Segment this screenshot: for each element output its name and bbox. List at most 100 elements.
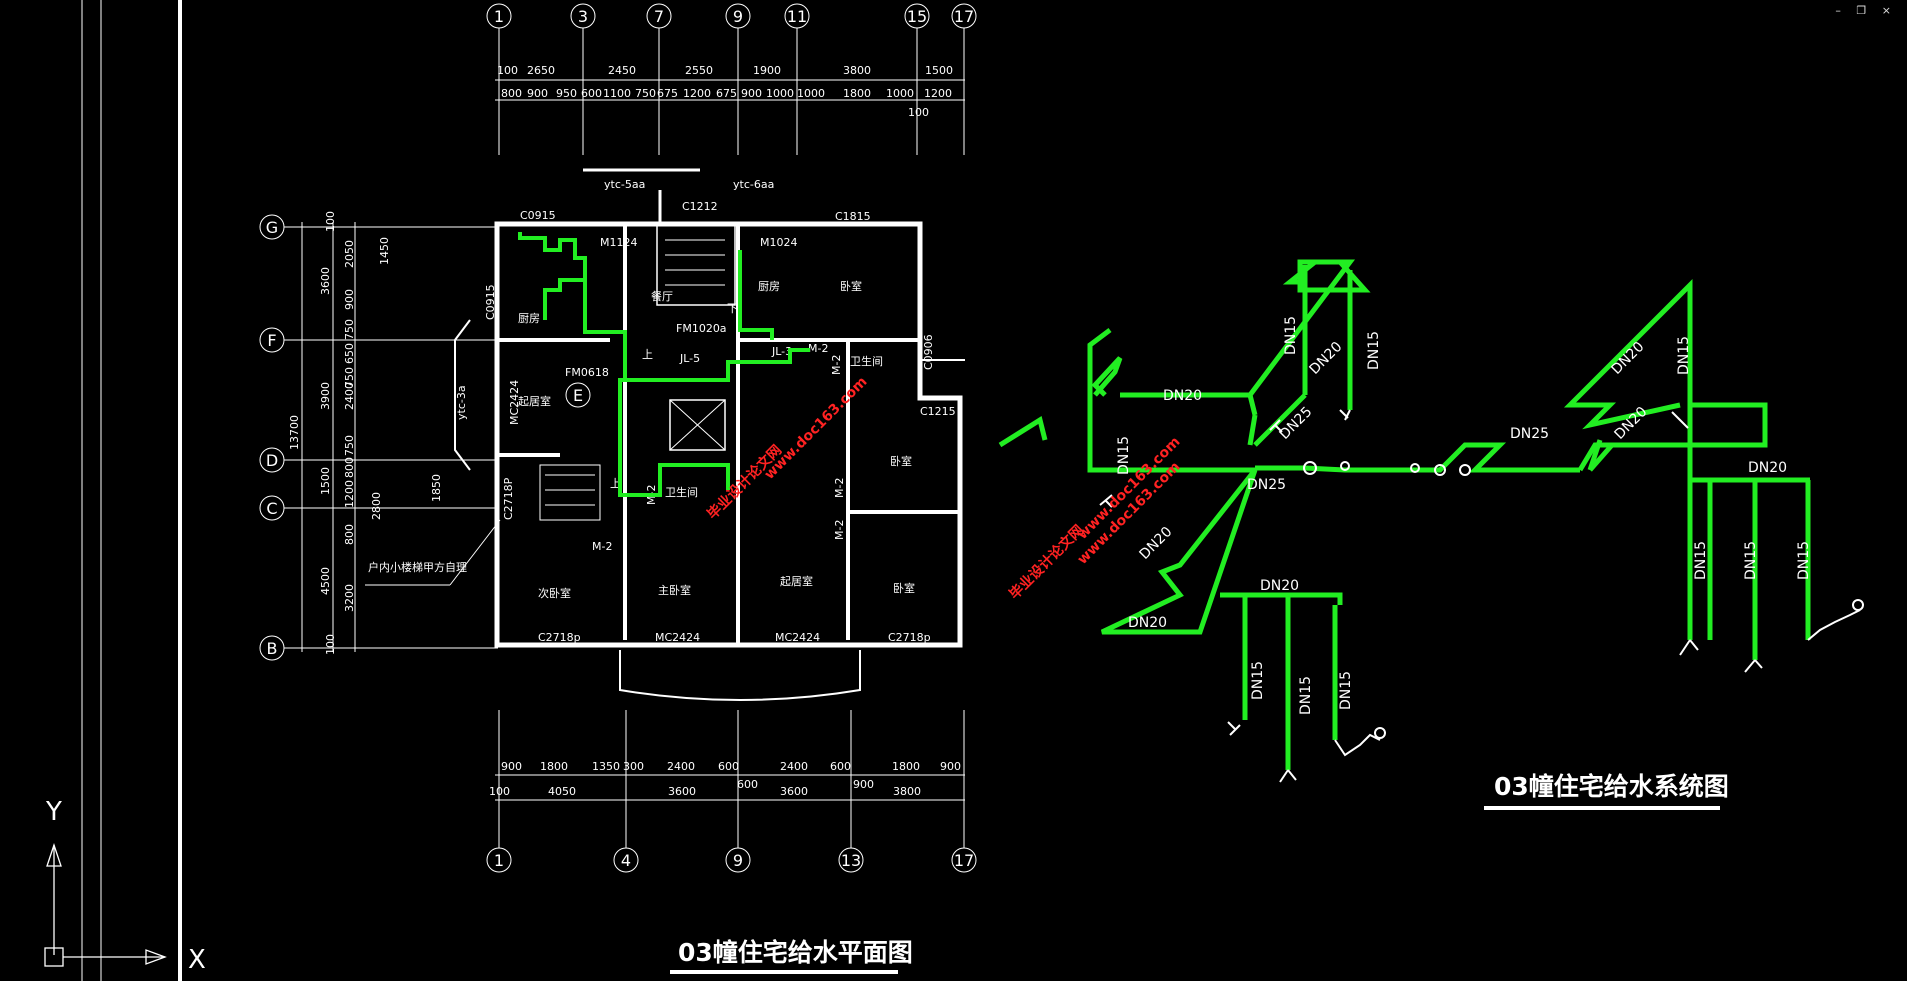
- svg-text:600: 600: [830, 760, 851, 773]
- plan-title: 03幢住宅给水平面图: [678, 938, 913, 967]
- svg-text:1000: 1000: [766, 87, 794, 100]
- svg-text:1100: 1100: [603, 87, 631, 100]
- svg-text:3600: 3600: [319, 267, 332, 295]
- axis-bottom-4: 4: [621, 851, 631, 870]
- svg-text:900: 900: [853, 778, 874, 791]
- svg-text:上: 上: [642, 348, 653, 361]
- svg-text:MC2424: MC2424: [775, 631, 820, 644]
- svg-text:1450: 1450: [378, 237, 391, 265]
- pipe-label: DN15: [1283, 316, 1299, 355]
- bottom-axis-bubbles: 1 4 9 13 17: [486, 710, 977, 873]
- axis-left-b: B: [267, 639, 278, 658]
- pipe-label: DN15: [1743, 541, 1759, 580]
- axis-top-17: 17: [954, 7, 974, 26]
- system-diagram[interactable]: DN20 DN15 DN20 DN15 DN25 DN15 DN25 DN20 …: [998, 259, 1864, 810]
- svg-text:C2718p: C2718p: [888, 631, 931, 644]
- svg-text:1200: 1200: [924, 87, 952, 100]
- svg-text:C2718p: C2718p: [538, 631, 581, 644]
- svg-text:600: 600: [737, 778, 758, 791]
- svg-text:M1124: M1124: [600, 236, 638, 249]
- room-kitchen-right: 厨房: [758, 280, 780, 293]
- svg-text:4500: 4500: [319, 567, 332, 595]
- svg-text:JL-5: JL-5: [679, 352, 700, 365]
- pipe-label: DN20: [1612, 404, 1651, 443]
- svg-text:2800: 2800: [370, 492, 383, 520]
- svg-text:100: 100: [324, 211, 337, 232]
- room-bedroom-east: 卧室: [890, 454, 912, 468]
- pipe-label: DN25: [1247, 477, 1286, 493]
- room-second-bedroom: 次卧室: [538, 586, 571, 600]
- svg-text:1000: 1000: [797, 87, 825, 100]
- svg-text:ytc-6aa: ytc-6aa: [733, 178, 774, 191]
- svg-text:2400: 2400: [667, 760, 695, 773]
- svg-text:750: 750: [343, 367, 356, 388]
- svg-text:1800: 1800: [843, 87, 871, 100]
- svg-text:上: 上: [610, 477, 621, 490]
- system-title: 03幢住宅给水系统图: [1494, 772, 1729, 801]
- fixtures: [1099, 409, 1864, 783]
- pipe-label: DN20: [1307, 339, 1346, 378]
- svg-text:M-2: M-2: [833, 478, 846, 498]
- svg-text:M-2: M-2: [592, 540, 612, 553]
- svg-text:C2718P: C2718P: [502, 477, 515, 520]
- top-dimensions: 100 2650 2450 2550 1900 3800 1500 800 90…: [495, 64, 965, 119]
- system-pipes: [998, 259, 1811, 770]
- pipe-label: DN15: [1366, 331, 1382, 370]
- svg-text:C0915: C0915: [520, 209, 556, 222]
- svg-text:1500: 1500: [319, 467, 332, 495]
- system-title-group: 03幢住宅给水系统图: [1484, 772, 1729, 810]
- floor-plan[interactable]: 1 3 7 9 11 15 17 100 2650 2450 2550 1900…: [259, 3, 977, 974]
- ucs-icon: Y X: [44, 797, 206, 975]
- room-toilet-center: 卫生间: [665, 485, 698, 499]
- axis-top-9: 9: [733, 7, 743, 26]
- pipe-label: DN15: [1250, 661, 1266, 700]
- plan-water-pipes: [518, 232, 810, 497]
- svg-text:C1815: C1815: [835, 210, 871, 223]
- svg-text:800: 800: [343, 524, 356, 545]
- pipe-label: DN20: [1748, 460, 1787, 476]
- svg-text:C0915: C0915: [484, 284, 497, 320]
- svg-text:MC2424: MC2424: [508, 380, 521, 425]
- svg-text:M-2: M-2: [808, 342, 828, 355]
- room-living-left: 起居室: [518, 394, 551, 408]
- svg-text:2050: 2050: [343, 240, 356, 268]
- axis-top-7: 7: [654, 7, 664, 26]
- svg-text:M-2: M-2: [833, 520, 846, 540]
- left-axis-bubbles: G F E D C B: [259, 214, 591, 661]
- svg-text:650: 650: [343, 343, 356, 364]
- pipe-label: DN15: [1796, 541, 1812, 580]
- svg-text:C0906: C0906: [922, 334, 935, 370]
- restore-icon[interactable]: ❐: [1856, 4, 1873, 17]
- svg-text:3900: 3900: [319, 382, 332, 410]
- close-icon[interactable]: ×: [1881, 4, 1897, 17]
- axis-bottom-17: 17: [954, 851, 974, 870]
- axis-bottom-13: 13: [841, 851, 861, 870]
- axis-bottom-1: 1: [494, 851, 504, 870]
- axis-top-15: 15: [907, 7, 927, 26]
- svg-text:4050: 4050: [548, 785, 576, 798]
- pipe-label: DN25: [1510, 426, 1549, 442]
- svg-text:下: 下: [727, 302, 738, 315]
- svg-text:1800: 1800: [540, 760, 568, 773]
- pipe-label: DN20: [1260, 578, 1299, 594]
- svg-text:M-2: M-2: [830, 355, 843, 375]
- svg-text:900: 900: [527, 87, 548, 100]
- pipe-label: DN25: [1277, 404, 1316, 443]
- axis-top-1: 1: [494, 7, 504, 26]
- drawing-frame: [81, 0, 182, 981]
- watermark-text: 毕业设计论文网: [1006, 522, 1087, 603]
- svg-text:C1215: C1215: [920, 405, 956, 418]
- svg-text:MC2424: MC2424: [655, 631, 700, 644]
- svg-text:ytc-5aa: ytc-5aa: [604, 178, 645, 191]
- bottom-dimensions: 900 1800 1350 300 2400 600 2400 600 1800…: [489, 760, 965, 801]
- svg-text:3800: 3800: [893, 785, 921, 798]
- watermark-url: www.doc163.com: [762, 374, 871, 483]
- svg-text:950: 950: [556, 87, 577, 100]
- svg-text:FM0618: FM0618: [565, 366, 609, 379]
- minimize-icon[interactable]: –: [1835, 4, 1847, 17]
- svg-text:750: 750: [343, 319, 356, 340]
- svg-text:1800: 1800: [892, 760, 920, 773]
- room-bedroom-north: 卧室: [840, 279, 862, 293]
- ucs-y-label: Y: [45, 797, 62, 827]
